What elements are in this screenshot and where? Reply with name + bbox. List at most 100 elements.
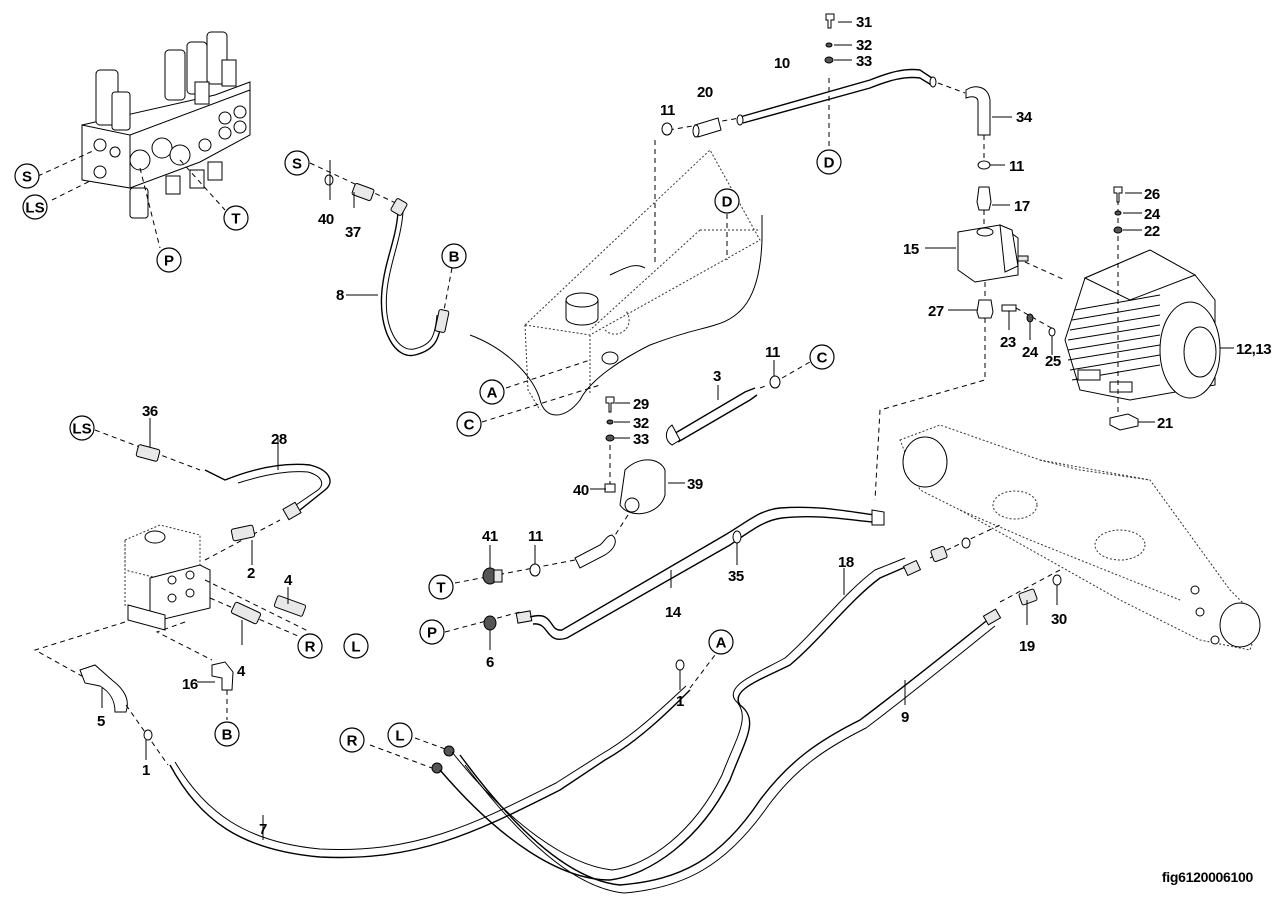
o-ring-1-left [143,729,153,741]
elbow-5 [79,664,128,713]
callout-18: 18 [838,554,854,571]
hose-18 [439,564,911,881]
callout-15: 15 [903,241,919,258]
clamp-35 [732,530,742,544]
pad-21 [1109,413,1139,431]
callout-35: 35 [728,568,744,585]
connector-ls-steering: LS [69,415,95,441]
o-ring-axle-upper [961,537,971,549]
callout-31: 31 [856,14,872,31]
callout-10: 10 [774,55,790,72]
svg-text:A: A [487,385,498,402]
o-ring-40 [324,174,334,186]
callout-27: 27 [928,303,944,320]
connector-p-tank: P [419,619,445,645]
hose-8 [380,211,443,357]
callout-4: 4 [237,663,246,680]
callout-39: 39 [687,476,703,493]
clamp-11-mid [769,375,781,389]
svg-text:D: D [722,194,733,211]
washer-24-top [1114,210,1122,216]
callout-40: 40 [573,482,589,499]
callout-12-13: 12,13 [1236,341,1271,358]
fitting-41 [482,567,503,585]
clamp-11-top [661,122,673,136]
callout-33: 33 [856,53,872,70]
callout-32: 32 [856,37,872,54]
sleeve-20 [692,117,722,138]
steering-unit [124,524,211,631]
callout-5: 5 [97,713,105,730]
hydraulic-pump-15 [957,224,1029,283]
callout-23: 23 [1000,334,1016,351]
callout-34: 34 [1016,109,1033,126]
svg-text:B: B [222,727,233,744]
adapter-36 [135,444,161,462]
callout-7: 7 [259,821,267,838]
o-ring-30 [1052,574,1062,586]
adapter-axle-upper [930,546,948,562]
callout-41: 41 [482,528,498,545]
callout-9: 9 [901,709,909,726]
callout-19: 19 [1019,638,1035,655]
bolt-26 [1113,186,1123,203]
callout-37: 37 [345,224,361,241]
callout-8: 8 [336,287,344,304]
hydraulic-tank [469,149,763,416]
svg-text:L: L [395,728,404,745]
callout-3: 3 [713,368,721,385]
figure-id: fig6120006100 [1161,869,1253,885]
callout-11: 11 [1009,158,1024,175]
connector-l-hose: L [387,722,413,748]
clamp-11-low [529,563,541,577]
connector-markers: S LS T P S B D D A C C LS R L B T P A R … [14,149,842,753]
callout-1: 1 [142,762,150,779]
adapter-2 [230,524,256,542]
svg-text:C: C [817,350,828,367]
steer-axle [899,424,1261,651]
callout-29: 29 [633,396,649,413]
callout-1: 1 [676,693,684,710]
filter-39 [604,459,666,515]
callout-25: 25 [1045,353,1061,370]
callout-16: 16 [182,676,198,693]
connector-a-tank: A [479,379,505,405]
svg-text:B: B [449,249,460,266]
elbow-16 [211,661,234,691]
callout-40: 40 [318,211,334,228]
connector-ls-valve: LS [22,194,48,220]
control-valve-block [81,31,251,219]
callout-26: 26 [1144,186,1160,203]
callout-28: 28 [271,431,287,448]
bolt-29 [605,396,615,413]
callout-30: 30 [1051,611,1067,628]
svg-text:P: P [427,625,437,642]
svg-text:A: A [716,635,727,652]
washer-24 [1026,313,1034,323]
svg-text:S: S [292,156,302,173]
callout-11: 11 [765,344,780,361]
tube-3 [671,387,756,436]
svg-text:C: C [464,417,475,434]
hose-elbow [574,534,616,569]
connector-a-hose: A [708,629,734,655]
fitting-27 [976,299,994,319]
callout-11: 11 [660,102,675,119]
tube-10 [739,68,936,118]
svg-text:L: L [351,639,360,656]
connector-t-valve: T [223,205,249,231]
connector-s-valve: S [14,163,40,189]
callout-22: 22 [1144,223,1160,240]
connector-b-hose: B [441,243,467,269]
connector-t-tank: T [428,574,454,600]
svg-text:LS: LS [72,421,91,438]
fitting-17 [976,186,992,211]
callout-20: 20 [697,84,713,101]
callout-24: 24 [1144,206,1161,223]
callout-33: 33 [633,431,649,448]
fitting-6 [483,615,497,631]
connector-b-steering: B [214,721,240,747]
o-ring-1-right [675,659,685,671]
washer-32-mid [606,419,614,425]
